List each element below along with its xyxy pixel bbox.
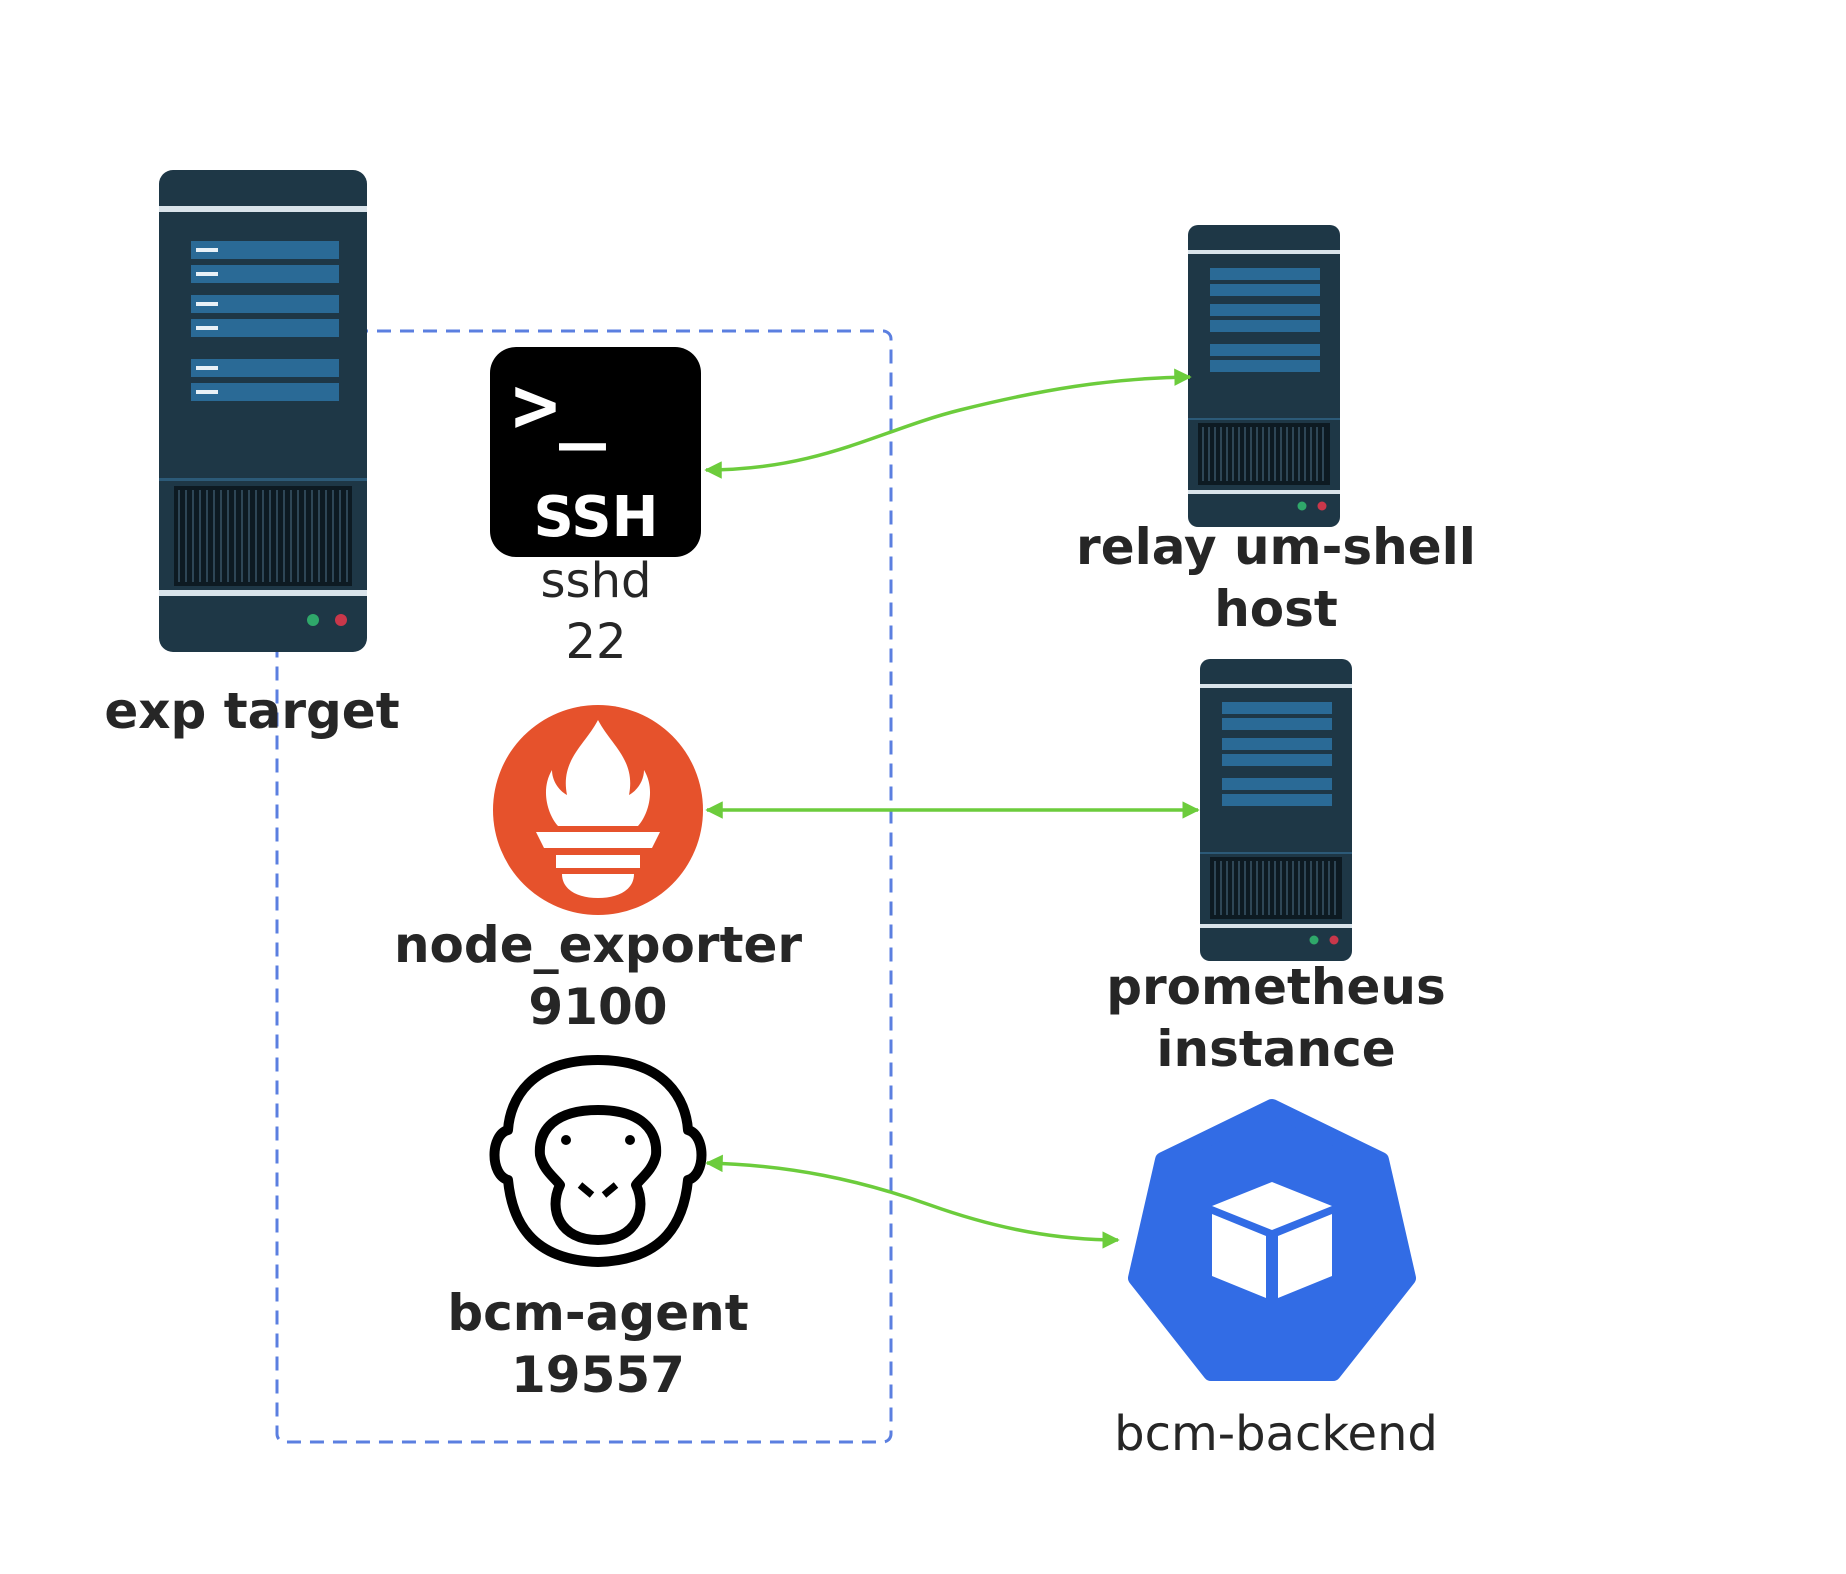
server-vent-slot (248, 490, 250, 582)
server-vent-slot (276, 490, 278, 582)
edge-bcm-agent-backend (705, 1154, 1120, 1249)
exp-target-vents (178, 490, 348, 582)
server-vent-slot (1226, 861, 1228, 915)
server-vent-slot (199, 490, 201, 582)
server-vent-slot (297, 490, 299, 582)
ssh-icon-text: SSH (533, 485, 658, 550)
server-vent-slot (1322, 861, 1324, 915)
ssh-terminal-icon: >_ SSH (490, 347, 701, 557)
gorilla-icon (489, 1055, 707, 1267)
server-vent-slot (1274, 861, 1276, 915)
server-vent-slot (1298, 861, 1300, 915)
server-vent-slot (1286, 861, 1288, 915)
relay-host-label-line2: host (1214, 580, 1338, 638)
server-vent-slot (1262, 427, 1264, 481)
server-vent-slot (1304, 427, 1306, 481)
server-vent-slot (1220, 427, 1222, 481)
bcm-agent-label: bcm-agent (447, 1284, 748, 1342)
server-vent-slot (1286, 427, 1288, 481)
prometheus-icon (493, 705, 703, 915)
node-exporter-label: node_exporter (394, 916, 802, 974)
server-vent-slot (1262, 861, 1264, 915)
prometheus-instance-label: prometheus (1106, 958, 1446, 1016)
relay-host-vents (1202, 427, 1324, 481)
server-vent-slot (1268, 427, 1270, 481)
target-group-border (275, 329, 893, 1444)
server-vent-slot (185, 490, 187, 582)
server-vent-slot (1310, 427, 1312, 481)
server-vent-slot (241, 490, 243, 582)
sshd-label: sshd (541, 553, 652, 609)
server-vent-slot (339, 490, 341, 582)
server-vent-slot (318, 490, 320, 582)
server-vent-slot (332, 490, 334, 582)
server-vent-slot (1280, 427, 1282, 481)
server-vent-slot (255, 490, 257, 582)
server-vent-slot (1250, 861, 1252, 915)
kubernetes-cube-icon (1128, 1099, 1416, 1381)
node-exporter-port-label: 9100 (528, 978, 667, 1036)
server-vent-slot (346, 490, 348, 582)
server-vent-slot (1202, 427, 1204, 481)
bcm-backend-label: bcm-backend (1114, 1406, 1438, 1462)
server-vent-slot (1214, 861, 1216, 915)
server-vent-slot (262, 490, 264, 582)
server-vent-slot (1334, 861, 1336, 915)
server-vent-slot (1256, 427, 1258, 481)
server-vent-slot (1220, 861, 1222, 915)
server-vent-slot (283, 490, 285, 582)
server-vent-slot (1232, 861, 1234, 915)
edge-sshd-relay (704, 368, 1192, 479)
prometheus-instance-vents (1214, 861, 1336, 915)
server-vent-slot (1280, 861, 1282, 915)
server-vent-slot (1244, 861, 1246, 915)
server-vent-slot (1322, 427, 1324, 481)
server-vent-slot (1316, 427, 1318, 481)
server-vent-slot (192, 490, 194, 582)
server-vent-slot (1232, 427, 1234, 481)
relay-host-server-icon (1188, 225, 1340, 527)
server-vent-slot (1292, 427, 1294, 481)
sshd-port-label: 22 (565, 614, 626, 670)
server-vent-slot (1274, 427, 1276, 481)
server-vent-slot (234, 490, 236, 582)
server-vent-slot (206, 490, 208, 582)
server-vent-slot (311, 490, 313, 582)
server-vent-slot (1256, 861, 1258, 915)
server-vent-slot (1214, 427, 1216, 481)
server-vent-slot (227, 490, 229, 582)
server-vent-slot (1238, 861, 1240, 915)
server-vent-slot (1244, 427, 1246, 481)
server-vent-slot (304, 490, 306, 582)
server-vent-slot (1268, 861, 1270, 915)
server-vent-slot (290, 490, 292, 582)
server-vent-slot (213, 490, 215, 582)
server-vent-slot (1292, 861, 1294, 915)
server-vent-slot (1208, 427, 1210, 481)
server-vent-slot (1226, 427, 1228, 481)
server-vent-slot (1328, 861, 1330, 915)
server-vent-slot (269, 490, 271, 582)
prometheus-instance-label-line2: instance (1156, 1020, 1395, 1078)
server-vent-slot (1310, 861, 1312, 915)
server-vent-slot (220, 490, 222, 582)
ssh-prompt-glyph: >_ (512, 361, 606, 451)
bcm-agent-port-label: 19557 (511, 1346, 685, 1404)
server-vent-slot (178, 490, 180, 582)
server-vent-slot (1316, 861, 1318, 915)
server-vent-slot (1250, 427, 1252, 481)
server-vent-slot (1304, 861, 1306, 915)
prometheus-instance-server-icon (1200, 659, 1352, 961)
exp-target-label: exp target (104, 682, 399, 740)
server-vent-slot (1298, 427, 1300, 481)
server-vent-slot (325, 490, 327, 582)
relay-host-label: relay um-shell (1076, 518, 1476, 576)
server-vent-slot (1238, 427, 1240, 481)
